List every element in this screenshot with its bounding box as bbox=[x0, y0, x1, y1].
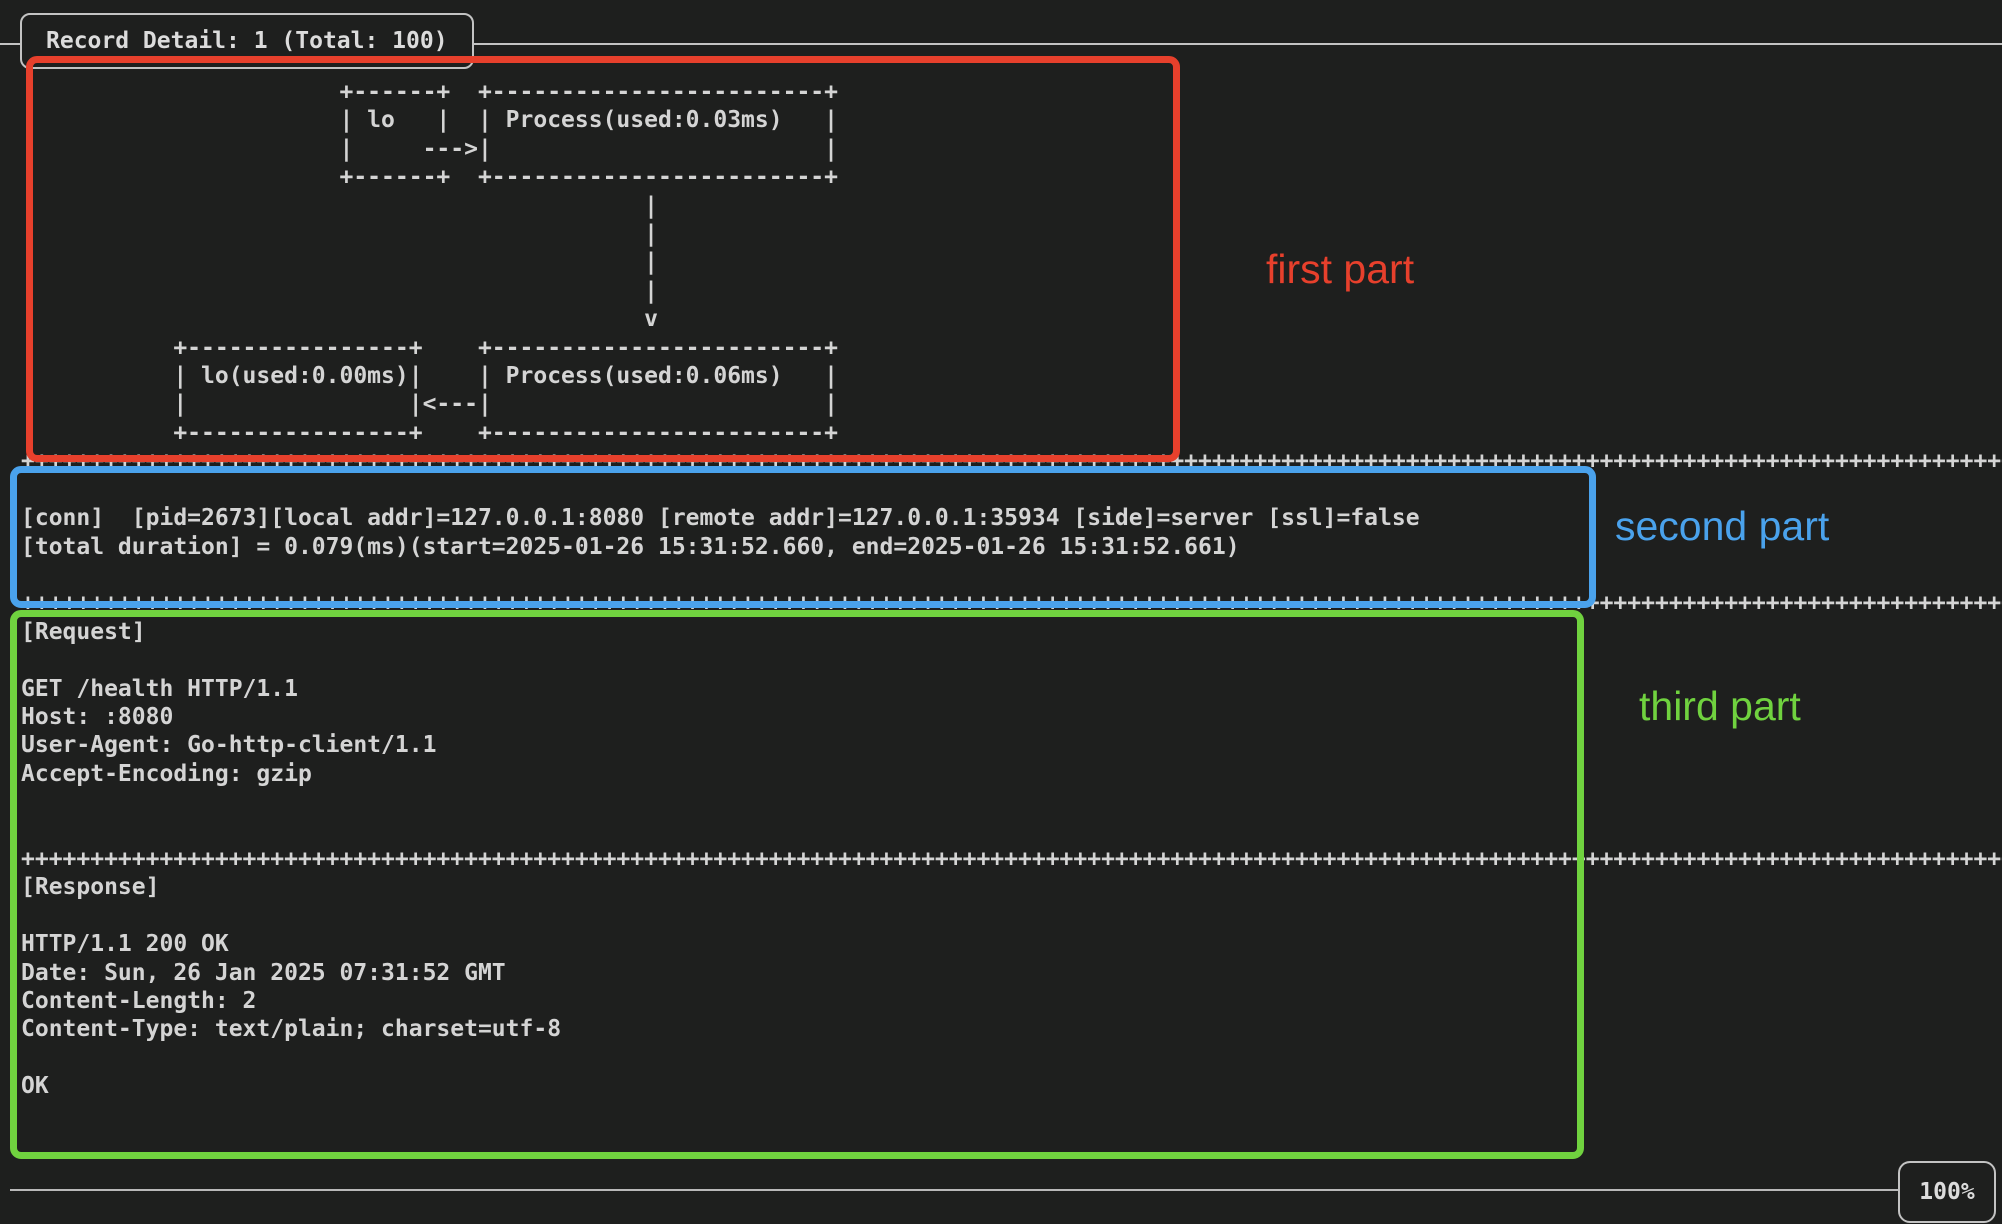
scroll-percent-value: 100% bbox=[1919, 1179, 1975, 1205]
second-part-label: second part bbox=[1615, 503, 1830, 549]
scroll-percent-indicator: 100% bbox=[1898, 1161, 1996, 1223]
top-border-line bbox=[0, 43, 2002, 45]
second-part-annotation-box bbox=[10, 466, 1596, 608]
first-part-annotation-box bbox=[26, 56, 1180, 462]
third-part-label: third part bbox=[1639, 683, 1801, 729]
third-part-annotation-box bbox=[10, 610, 1584, 1159]
bottom-border-line bbox=[10, 1189, 1900, 1191]
record-detail-title: Record Detail: 1 (Total: 100) bbox=[46, 28, 448, 54]
terminal-content[interactable]: +------+ +------------------------+ | lo… bbox=[21, 79, 2002, 1100]
first-part-label: first part bbox=[1266, 246, 1415, 292]
